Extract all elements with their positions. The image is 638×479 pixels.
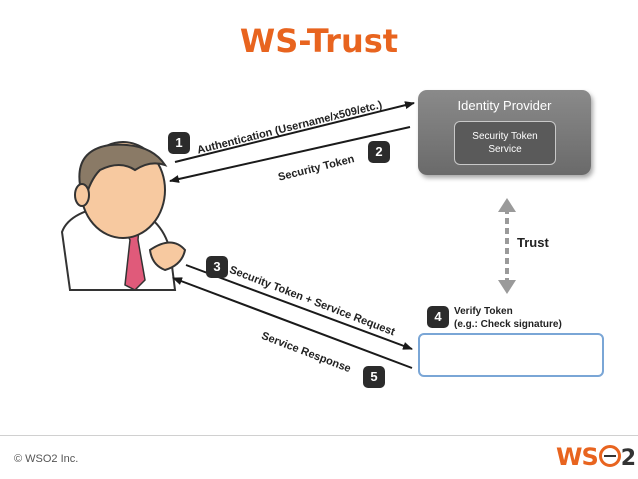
arrow-2 bbox=[169, 126, 411, 183]
identity-provider-title: Identity Provider bbox=[457, 98, 552, 113]
step-1-badge: 1 bbox=[168, 132, 190, 154]
arrow-1 bbox=[174, 101, 415, 163]
logo-text: WS bbox=[556, 443, 599, 471]
footer-divider bbox=[0, 435, 638, 436]
page-title: WS-Trust bbox=[239, 22, 399, 60]
wso2-logo-icon: WS 2 bbox=[556, 443, 636, 471]
arrow-3 bbox=[185, 264, 413, 350]
logo-suffix: 2 bbox=[620, 446, 636, 471]
arrow-5 bbox=[172, 277, 413, 369]
step-4-label-line1: Verify Token bbox=[454, 306, 513, 317]
security-token-service-box: Security Token Service bbox=[454, 121, 556, 165]
step-4-label-line2: (e.g.: Check signature) bbox=[454, 319, 562, 330]
identity-provider-box: Identity Provider Security Token Service bbox=[418, 90, 591, 175]
step-5-badge: 5 bbox=[363, 366, 385, 388]
step-3-badge: 3 bbox=[206, 256, 228, 278]
service-provider-box bbox=[418, 333, 604, 377]
trust-label: Trust bbox=[517, 235, 549, 250]
copyright-text: © WSO2 Inc. bbox=[14, 453, 79, 465]
user-avatar-icon bbox=[60, 141, 187, 291]
step-4-badge: 4 bbox=[427, 306, 449, 328]
security-token-service-label: Security Token Service bbox=[472, 131, 538, 155]
step-4-label: Verify Token (e.g.: Check signature) bbox=[454, 305, 562, 331]
step-2-badge: 2 bbox=[368, 141, 390, 163]
logo-o-mark bbox=[598, 445, 621, 467]
